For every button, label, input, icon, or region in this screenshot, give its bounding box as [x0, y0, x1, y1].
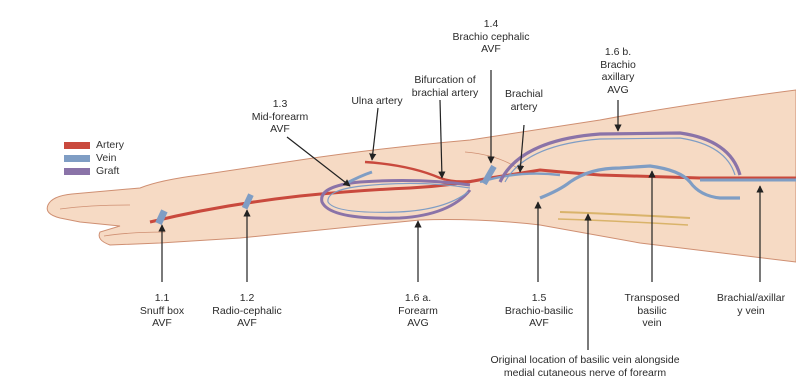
- label-brachio-basilic: 1.5 Brachio-basilic AVF: [484, 292, 594, 330]
- label-mid-forearm: 1.3 Mid-forearm AVF: [230, 98, 330, 136]
- legend-artery: Artery: [64, 139, 124, 151]
- legend-artery-label: Artery: [96, 139, 124, 151]
- label-transposed-basilic: Transposed basilic vein: [606, 292, 698, 330]
- legend-vein-swatch: [64, 155, 90, 162]
- legend-graft-swatch: [64, 168, 90, 175]
- legend-vein-label: Vein: [96, 152, 116, 164]
- label-bifurcation: Bifurcation of brachial artery: [390, 74, 500, 99]
- label-snuff-box: 1.1 Snuff box AVF: [122, 292, 202, 330]
- label-forearm-avg: 1.6 a. Forearm AVG: [378, 292, 458, 330]
- legend-graft: Graft: [64, 165, 119, 177]
- label-brachial-artery: Brachial artery: [494, 88, 554, 113]
- label-brachial-axillary-vein: Brachial/axillar y vein: [708, 292, 794, 317]
- label-original-location: Original location of basilic vein alongs…: [460, 354, 710, 379]
- legend-graft-label: Graft: [96, 165, 119, 177]
- legend-artery-swatch: [64, 142, 90, 149]
- label-radio-cephalic: 1.2 Radio-cephalic AVF: [192, 292, 302, 330]
- label-brachio-cephalic: 1.4 Brachio cephalic AVF: [436, 18, 546, 56]
- legend-vein: Vein: [64, 152, 116, 164]
- label-brachio-axillary: 1.6 b. Brachio axillary AVG: [578, 46, 658, 96]
